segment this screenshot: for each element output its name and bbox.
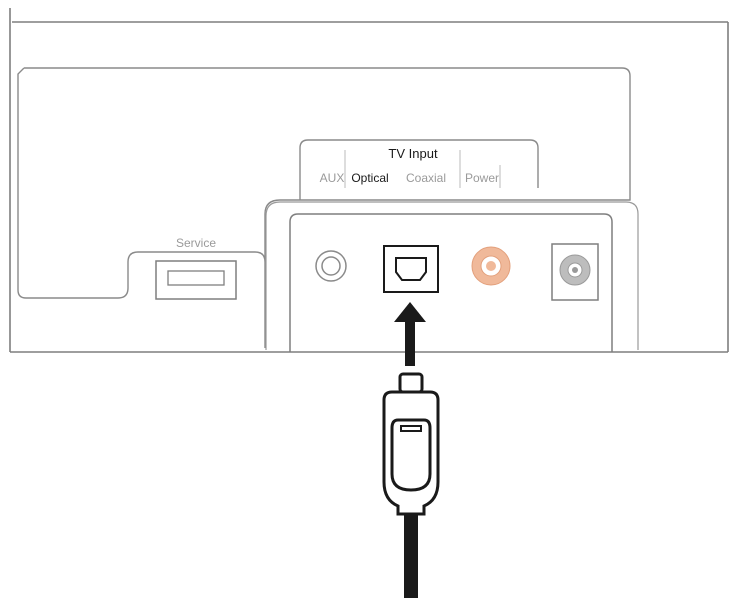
coaxial-jack-icon: [471, 246, 511, 286]
usb-service-port-icon: [155, 260, 237, 300]
power-jack-icon: [551, 243, 599, 301]
port-label-coaxial: Coaxial: [406, 171, 446, 185]
port-label-aux: AUX: [320, 171, 345, 185]
input-port-bay: [265, 201, 639, 352]
tv-input-heading: TV Input: [388, 146, 438, 161]
service-label: Service: [176, 236, 216, 250]
tv-input-label-tab: [299, 139, 539, 200]
aux-jack-icon: [315, 250, 347, 282]
port-label-power: Power: [465, 171, 499, 185]
up-arrow-icon: [394, 302, 426, 366]
upper-recess-panel: [17, 67, 631, 348]
optical-cable-plug-icon: [382, 372, 440, 598]
optical-toslink-icon: [383, 245, 439, 293]
port-label-optical: Optical: [351, 171, 388, 185]
soundbar-housing: [9, 8, 729, 353]
